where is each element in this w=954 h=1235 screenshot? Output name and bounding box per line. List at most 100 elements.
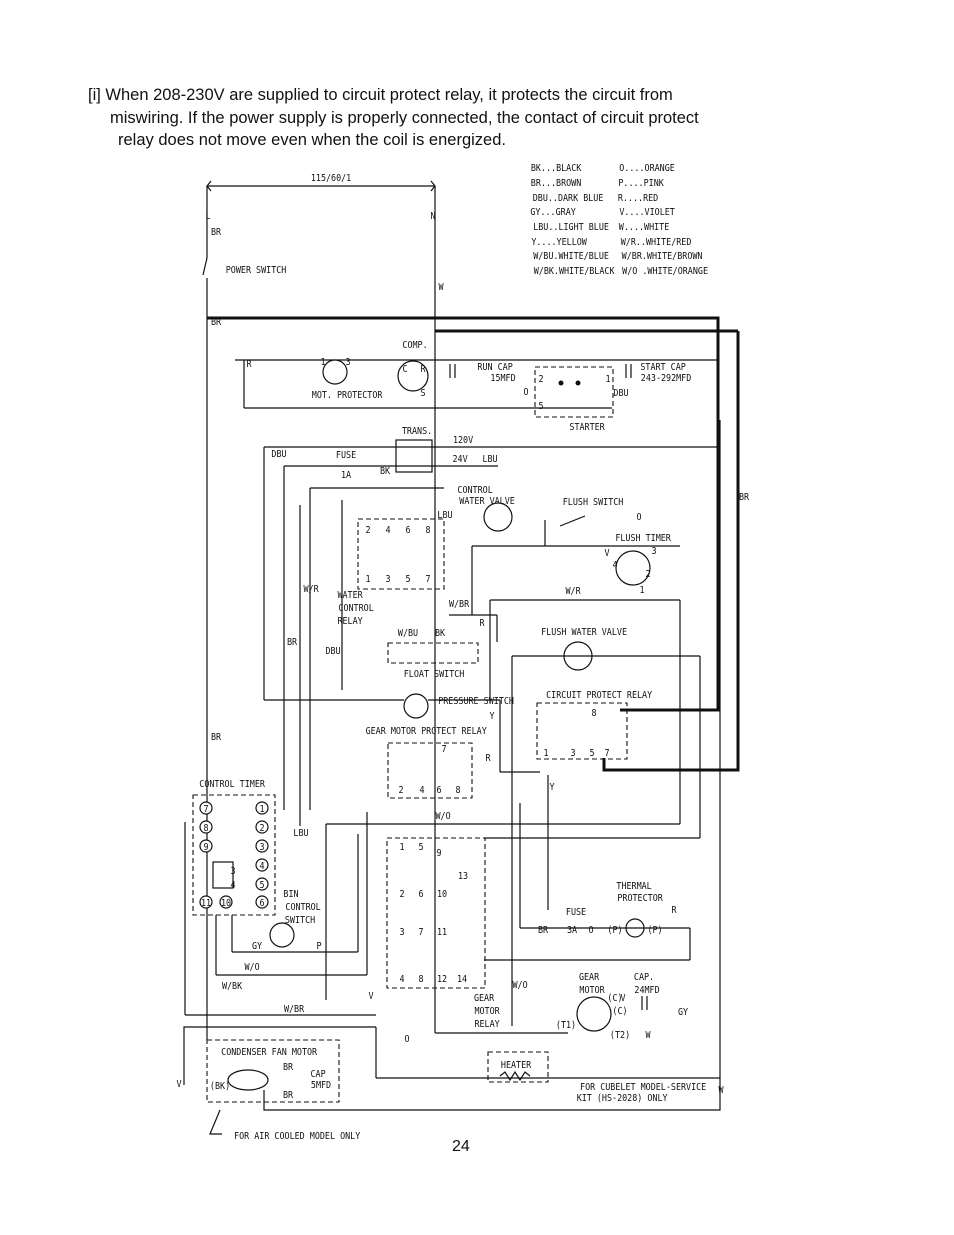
- legend-left-4: GY...GRAY: [530, 206, 576, 218]
- interconnect-wires: [184, 487, 701, 1078]
- condenser-fan-box: [206, 1039, 340, 1103]
- comp-label: COMP.: [402, 339, 427, 351]
- power-supply: 115/60/1 L N BR W POWER SWITCH BR BR: [202, 172, 750, 1033]
- diagram-label: 7: [203, 803, 208, 815]
- cap-5-label-1: CAP: [310, 1068, 326, 1080]
- diagram-label: O: [524, 386, 529, 398]
- legend-right-1: O....ORANGE: [619, 162, 675, 174]
- starter-box: [534, 366, 614, 418]
- diagram-label: DBU: [325, 645, 340, 657]
- diagram-label: 5: [538, 400, 543, 412]
- diagram-label: 1: [639, 584, 644, 596]
- legend-right-5: W....WHITE: [619, 221, 669, 233]
- cubelet-note-2: KIT (HS-2028) ONLY: [577, 1092, 668, 1104]
- diagram-label: BR: [211, 316, 222, 328]
- start-cap-label-2: 243-292MFD: [641, 372, 691, 384]
- diagram-label: 1: [605, 373, 610, 385]
- diagram-label: 14: [457, 973, 468, 985]
- diagram-label: 6: [259, 897, 264, 909]
- diagram-label: V: [177, 1078, 182, 1090]
- diagram-label: 7: [425, 573, 430, 585]
- pressure-switch-label: PRESSURE SWITCH: [438, 695, 514, 707]
- control-water-valve-label-1: CONTROL: [457, 484, 493, 496]
- diagram-label: (T2): [610, 1029, 630, 1041]
- note-line-1: [i] When 208-230V are supplied to circui…: [88, 86, 673, 104]
- circuit-protect-relay: CIRCUIT PROTECT RELAY 8 1 3 5 7 Y: [536, 689, 653, 793]
- note-line-3: relay does not move even when the coil i…: [118, 131, 506, 149]
- gear-motor-relay-label-2: MOTOR: [474, 1005, 500, 1017]
- diagram-label: 6: [418, 888, 423, 900]
- diagram-label: R: [672, 904, 677, 916]
- thermal-protector-label-1: THERMAL: [616, 880, 652, 892]
- transformer-icon: [395, 439, 433, 473]
- diagram-label: W: [719, 1084, 724, 1096]
- diagram-label: 11: [437, 926, 447, 938]
- bin-control-switch-label-2: CONTROL: [285, 901, 321, 913]
- diagram-label: BR: [283, 1061, 294, 1073]
- control-timer-box: [192, 794, 276, 916]
- note-line-2: miswiring. If the power supply is proper…: [110, 108, 699, 127]
- diagram-label: 2: [365, 524, 370, 536]
- diagram-label: (C): [612, 1005, 627, 1017]
- diagram-label: 8: [425, 524, 430, 536]
- diagram-label: Y: [550, 781, 555, 793]
- diagram-label: 11: [201, 897, 211, 909]
- diagram-label: 3: [399, 926, 404, 938]
- diagram-label: 2: [398, 784, 403, 796]
- diagram-label: R: [486, 752, 491, 764]
- diagram-label: (C): [607, 992, 622, 1004]
- mot-protector-label: MOT. PROTECTOR: [312, 389, 383, 401]
- heater-box: [487, 1051, 549, 1083]
- diagram-label: BR: [287, 636, 298, 648]
- cap-24-label-1: CAP.: [634, 971, 654, 983]
- float-switch-label: FLOAT SWITCH: [404, 668, 465, 680]
- diagram-label: R: [247, 358, 252, 370]
- compressor-icon: [397, 360, 429, 392]
- trans-label: TRANS.: [402, 425, 432, 437]
- diagram-label: W/O: [244, 961, 260, 973]
- legend-left-6: Y....YELLOW: [531, 236, 587, 248]
- float-switch-box: [387, 642, 479, 664]
- diagram-label: W/R: [303, 583, 319, 595]
- diagram-label: (P): [647, 924, 662, 936]
- fuse-1a-label-1: FUSE: [336, 449, 356, 461]
- v120-label: 120V: [453, 434, 474, 446]
- diagram-label: BR: [283, 1089, 294, 1101]
- legend-right-8: W/O .WHITE/ORANGE: [622, 265, 708, 277]
- diagram-label: 5: [259, 879, 264, 891]
- diagram-label: W/O: [435, 810, 451, 822]
- control-water-valve-label-2: WATER VALVE: [459, 495, 515, 507]
- legend-left-2: BR...BROWN: [531, 177, 581, 189]
- diagram-label: 4: [613, 559, 618, 571]
- diagram-label: 7: [441, 743, 446, 755]
- diagram-label: 4: [400, 973, 405, 985]
- diagram-label: LBU: [293, 827, 308, 839]
- legend-left-1: BK...BLACK: [531, 162, 582, 174]
- diagram-label: 3: [651, 545, 656, 557]
- fuse-3a-label-2: 3A: [567, 924, 578, 936]
- diagram-label: 9: [436, 847, 441, 859]
- gear-motor-protect-relay-label: GEAR MOTOR PROTECT RELAY: [366, 725, 488, 737]
- diagram-label: GY: [678, 1006, 689, 1018]
- diagram-label: 4: [260, 860, 265, 872]
- flush-switch-label: FLUSH SWITCH: [563, 496, 624, 508]
- pressure-switch-icon: [403, 693, 429, 719]
- legend-right-3: R....RED: [618, 192, 658, 204]
- diagram-label: W/BR: [449, 598, 470, 610]
- diagram-label: 12: [437, 973, 447, 985]
- diagram-label: (P): [607, 924, 622, 936]
- water-control-relay-label-3: RELAY: [337, 615, 363, 627]
- diagram-label: O: [589, 924, 594, 936]
- diagram-label: 3: [345, 356, 350, 368]
- diagram-label: BK: [435, 627, 446, 639]
- gear-motor-relay-box: [386, 837, 486, 989]
- diagram-label: 5: [405, 573, 410, 585]
- diagram-label: 5: [418, 841, 423, 853]
- diagram-label: O: [637, 511, 642, 523]
- gear-motor-label-1: GEAR: [579, 971, 600, 983]
- diagram-label: 8: [203, 822, 208, 834]
- control-section: TRANS. 120V 24V LBU DBU FUSE 1A BK CONTR…: [263, 425, 718, 810]
- condenser-fan-motor-icon: [227, 1069, 269, 1091]
- starter-label: STARTER: [569, 421, 605, 433]
